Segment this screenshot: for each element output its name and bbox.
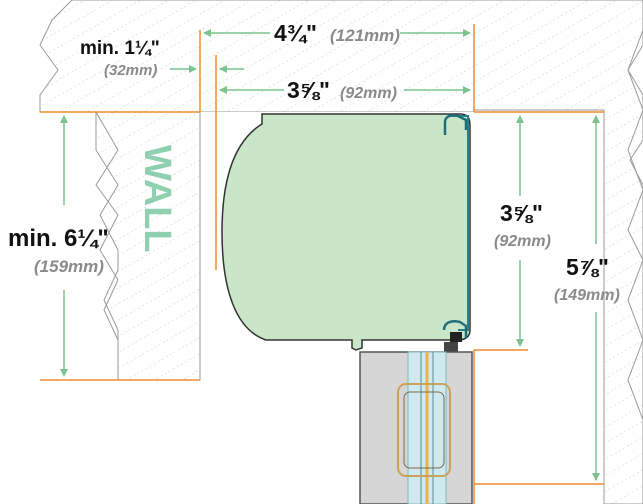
min-height-metric: (159mm) — [34, 257, 104, 276]
housing-height-imperial: 3⅝" — [500, 200, 543, 226]
frame-chamber — [397, 383, 451, 477]
right-wall-edge — [627, 29, 643, 421]
wall-label: WALL — [136, 145, 178, 253]
frame-chamber-inner — [403, 391, 445, 469]
housing-hook-bottom — [442, 320, 468, 338]
min-side-imperial: min. 1¼" — [80, 38, 160, 59]
depth-total-metric: (121mm) — [330, 26, 400, 45]
housing-depth-metric: (92mm) — [340, 85, 397, 102]
housing-hook-top — [443, 114, 468, 135]
min-side-metric: (32mm) — [104, 62, 157, 79]
housing-height-metric: (92mm) — [494, 233, 551, 250]
depth-total-imperial: 4¾" — [274, 20, 317, 46]
total-height-imperial: 5⅞" — [566, 254, 609, 280]
wall-zigzag — [95, 111, 119, 380]
seal-clip — [450, 332, 462, 342]
brush-seal — [444, 342, 458, 354]
housing-depth-imperial: 3⅝" — [287, 77, 330, 103]
min-height-imperial: min. 6¼" — [8, 225, 109, 252]
total-height-metric: (149mm) — [554, 287, 620, 304]
roller-housing — [221, 113, 471, 351]
